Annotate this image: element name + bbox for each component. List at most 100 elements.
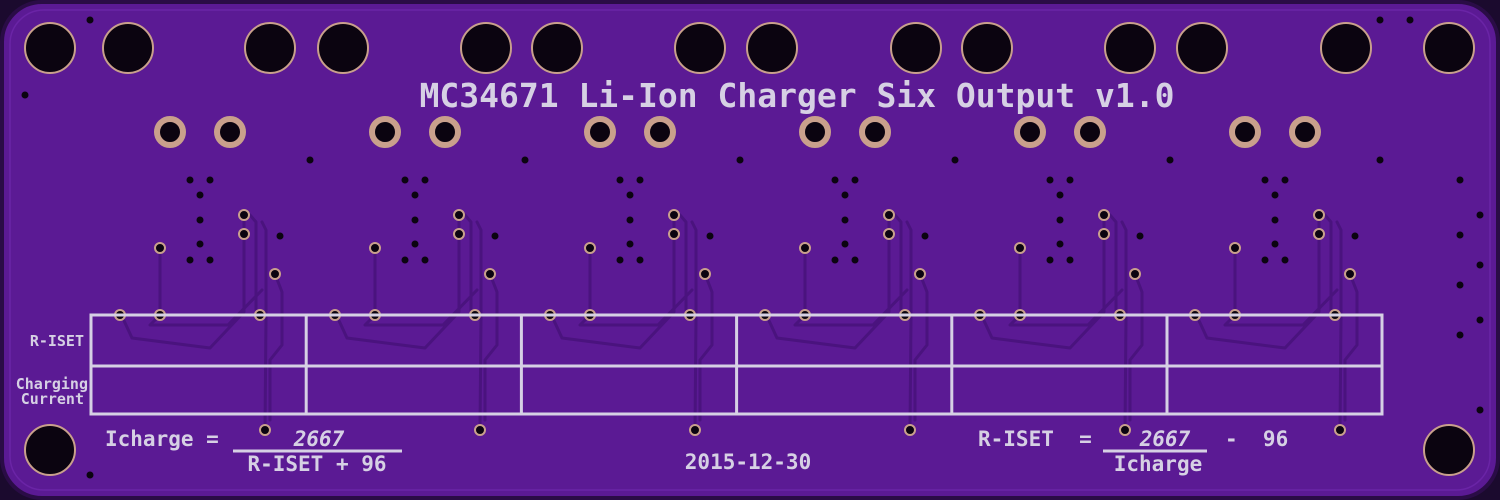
via [736, 156, 744, 164]
via [883, 209, 895, 221]
row-label-charging: Charging [16, 375, 88, 393]
via [1014, 242, 1026, 254]
via [904, 424, 916, 436]
via [196, 191, 204, 199]
via [831, 256, 839, 264]
formula-left-denominator: R-ISET + 96 [247, 452, 386, 476]
via [474, 424, 486, 436]
via [206, 176, 214, 184]
trace [1223, 246, 1339, 327]
row-label-r-iset: R-ISET [30, 332, 84, 350]
via [626, 216, 634, 224]
via [1476, 261, 1484, 269]
formula-left-numerator: 2667 [293, 427, 345, 451]
pad [1074, 116, 1106, 148]
trace [1008, 246, 1124, 327]
via [1456, 281, 1464, 289]
formula-right-minus: - 96 [1225, 427, 1288, 451]
via [841, 216, 849, 224]
pad [584, 116, 616, 148]
via [154, 242, 166, 254]
via [584, 242, 596, 254]
pad [214, 116, 246, 148]
via [1046, 256, 1054, 264]
mounting-hole [746, 22, 798, 74]
via [1056, 240, 1064, 248]
mounting-hole [1423, 22, 1475, 74]
trace [1343, 272, 1359, 422]
pad [154, 116, 186, 148]
board-inner-edge [9, 9, 1491, 491]
via [259, 424, 271, 436]
copper-traces [118, 213, 1359, 432]
trace [1128, 272, 1144, 422]
mounting-hole [460, 22, 512, 74]
via [626, 240, 634, 248]
via [1056, 191, 1064, 199]
through-hole-pads [154, 116, 1321, 148]
mounting-hole [1423, 424, 1475, 476]
via [421, 176, 429, 184]
trace [260, 220, 268, 432]
mounting-hole [317, 22, 369, 74]
via [1046, 176, 1054, 184]
trace [893, 213, 903, 312]
via [841, 240, 849, 248]
trace [698, 272, 714, 422]
via [491, 232, 499, 240]
via [421, 256, 429, 264]
via [1229, 242, 1241, 254]
via [1406, 16, 1414, 24]
value-table [89, 313, 1384, 416]
via [831, 176, 839, 184]
via [186, 256, 194, 264]
via [1281, 176, 1289, 184]
via [453, 228, 465, 240]
via [616, 176, 624, 184]
via [668, 228, 680, 240]
trace [548, 213, 676, 350]
via [1271, 191, 1279, 199]
trace [463, 213, 473, 312]
via [626, 191, 634, 199]
via [1456, 176, 1464, 184]
via [1376, 156, 1384, 164]
mounting-holes [24, 22, 1475, 476]
trace [690, 220, 698, 432]
pad [1229, 116, 1261, 148]
via [86, 16, 94, 24]
via [238, 209, 250, 221]
board-date: 2015-12-30 [685, 450, 811, 474]
mounting-hole [102, 22, 154, 74]
mounting-hole [1104, 22, 1156, 74]
trace [363, 246, 479, 327]
trace [1120, 220, 1128, 432]
via [851, 176, 859, 184]
pad [1289, 116, 1321, 148]
via [521, 156, 529, 164]
via [699, 268, 711, 280]
via [1066, 256, 1074, 264]
via [1334, 424, 1346, 436]
formula-right-lhs: R-ISET = [978, 427, 1092, 451]
via [21, 91, 29, 99]
trace [978, 213, 1106, 350]
via [1281, 256, 1289, 264]
via [186, 176, 194, 184]
trace [1108, 213, 1118, 312]
via [921, 232, 929, 240]
row-label-current: Current [21, 390, 84, 408]
mounting-hole [674, 22, 726, 74]
via [616, 256, 624, 264]
trace [475, 220, 483, 432]
via [668, 209, 680, 221]
trace [913, 272, 929, 422]
via [1261, 256, 1269, 264]
via [1476, 406, 1484, 414]
via [883, 228, 895, 240]
via [1344, 268, 1356, 280]
trace [483, 272, 499, 422]
via [306, 156, 314, 164]
trace [248, 213, 258, 312]
